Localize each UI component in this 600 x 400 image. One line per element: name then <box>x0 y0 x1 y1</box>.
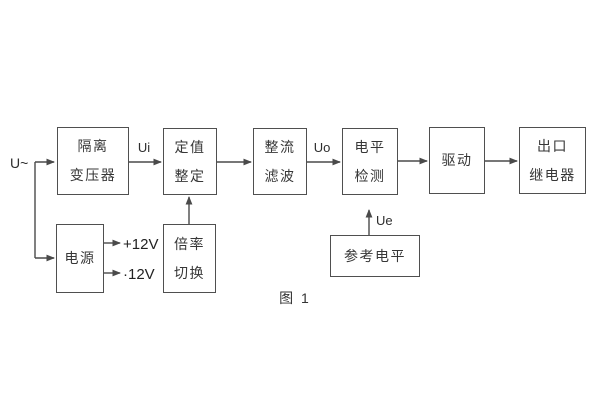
block-label: 电平 <box>354 138 386 155</box>
block-level-detection: 电平 检测 <box>342 128 398 195</box>
label-plus-12v: +12V <box>123 236 159 253</box>
block-label: 倍率 <box>174 235 205 252</box>
block-isolation-transformer: 隔离 变压器 <box>57 127 129 195</box>
figure-caption: 图 1 <box>279 290 311 306</box>
label-input-voltage: U~ <box>10 155 29 171</box>
block-reference-level: 参考电平 <box>330 235 420 277</box>
block-label: 变压器 <box>69 167 117 183</box>
block-label: 切换 <box>174 264 205 281</box>
block-ratio-switching: 倍率 切换 <box>163 224 216 293</box>
block-label: 整定 <box>174 167 206 184</box>
block-label: 参考电平 <box>344 247 406 264</box>
block-label: 出口 <box>537 137 568 154</box>
label-ue: Ue <box>376 213 393 228</box>
block-label: 滤波 <box>264 167 296 184</box>
block-label: 检测 <box>354 167 386 184</box>
label-minus-12v: ·12V <box>123 266 155 283</box>
block-label: 定值 <box>174 138 206 155</box>
block-rectifier-filter: 整流 滤波 <box>253 128 307 195</box>
block-setpoint-setting: 定值 整定 <box>163 128 217 195</box>
block-driver: 驱动 <box>429 127 485 194</box>
block-output-relay: 出口 继电器 <box>519 127 586 194</box>
block-label: 继电器 <box>529 166 576 183</box>
block-label: 电源 <box>64 250 96 266</box>
label-uo: Uo <box>313 140 331 155</box>
label-ui: Ui <box>137 140 151 155</box>
block-label: 驱动 <box>441 152 473 168</box>
block-power-supply: 电源 <box>56 224 104 293</box>
block-label: 隔离 <box>77 138 109 154</box>
block-label: 整流 <box>264 138 296 155</box>
